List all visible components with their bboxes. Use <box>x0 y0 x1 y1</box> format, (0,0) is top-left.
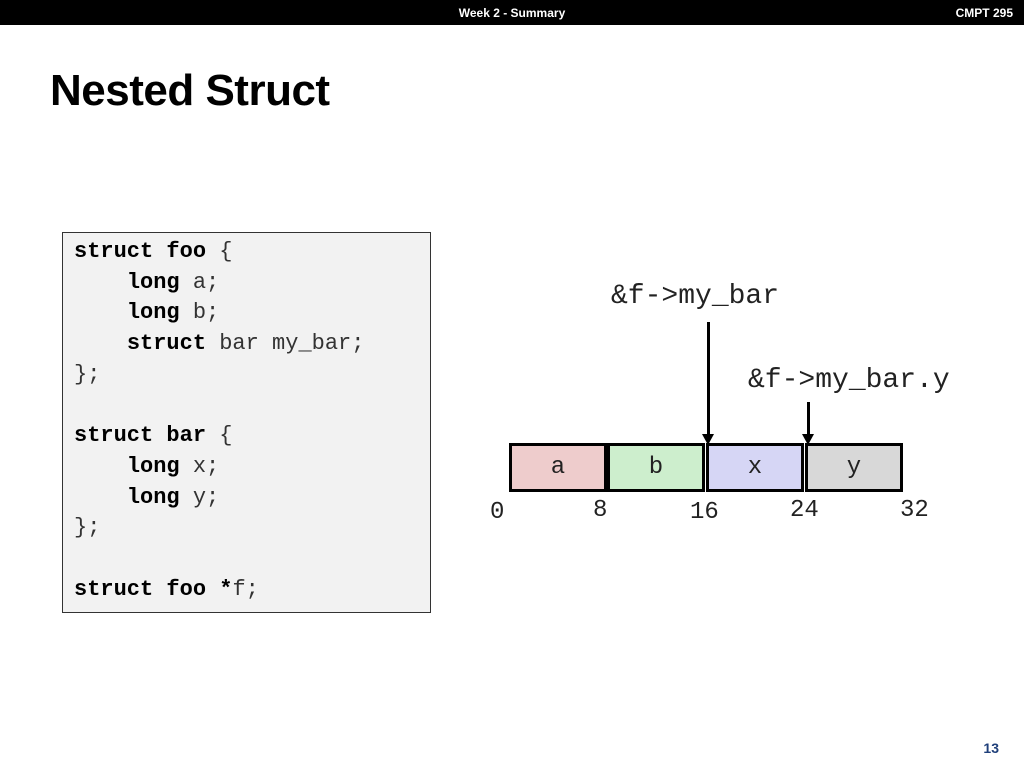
code-text: bar my_bar; <box>206 331 365 357</box>
code-text <box>74 270 127 295</box>
header-bar: Week 2 - Summary CMPT 295 <box>0 0 1024 25</box>
code-keyword: struct foo <box>74 239 207 264</box>
cell-x: x <box>706 443 804 492</box>
code-text: }; <box>74 361 101 387</box>
code-line: long a; <box>74 270 219 295</box>
offset-label-32: 32 <box>900 497 929 524</box>
offset-label-24: 24 <box>790 497 819 524</box>
code-text <box>74 454 127 479</box>
pointer-label-my-bar: &f->my_bar <box>611 281 780 312</box>
arrow-my-bar <box>707 322 710 435</box>
code-keyword: long <box>126 300 180 326</box>
code-text: f; <box>232 576 259 602</box>
code-keyword: long <box>126 269 180 295</box>
offset-label-0: 0 <box>490 499 505 526</box>
code-text: { <box>206 239 233 264</box>
offset-label-16: 16 <box>690 499 719 526</box>
code-text: { <box>206 423 233 449</box>
cell-y: y <box>805 443 903 492</box>
pointer-label-my-bar-y: &f->my_bar.y <box>748 365 950 396</box>
offset-label-8: 8 <box>593 497 608 524</box>
code-line: long b; <box>74 300 219 325</box>
code-block: struct foo { long a; long b; struct bar … <box>62 232 431 613</box>
code-line: struct bar my_bar; <box>74 331 365 357</box>
code-line: }; <box>74 515 100 540</box>
code-text: a; <box>179 269 220 295</box>
slide-title: Nested Struct <box>50 66 330 115</box>
arrow-my-bar-y <box>807 402 810 435</box>
code-text: x; <box>179 453 220 479</box>
course-label: CMPT 295 <box>955 6 1013 20</box>
code-text: y; <box>179 484 220 510</box>
code-text <box>74 331 127 356</box>
code-keyword: struct <box>126 331 207 357</box>
code-line: }; <box>74 362 100 387</box>
arrow-head-my-bar <box>702 434 714 445</box>
header-title: Week 2 - Summary <box>458 6 566 20</box>
cell-a: a <box>509 443 607 492</box>
code-line: long y; <box>74 485 219 510</box>
code-line: struct bar { <box>74 423 232 448</box>
page-number: 13 <box>983 740 999 756</box>
code-line: struct foo { <box>74 239 232 264</box>
arrow-head-my-bar-y <box>802 434 814 445</box>
cell-b: b <box>607 443 705 492</box>
code-line: struct foo *f; <box>74 577 259 602</box>
code-text: }; <box>74 515 101 541</box>
code-text: b; <box>179 300 220 326</box>
code-text <box>74 300 127 325</box>
code-keyword: long <box>126 453 180 479</box>
code-keyword: struct foo * <box>74 576 233 602</box>
code-text <box>74 485 127 510</box>
code-line: long x; <box>74 454 219 479</box>
code-keyword: long <box>126 484 180 510</box>
code-keyword: struct bar <box>74 423 207 449</box>
